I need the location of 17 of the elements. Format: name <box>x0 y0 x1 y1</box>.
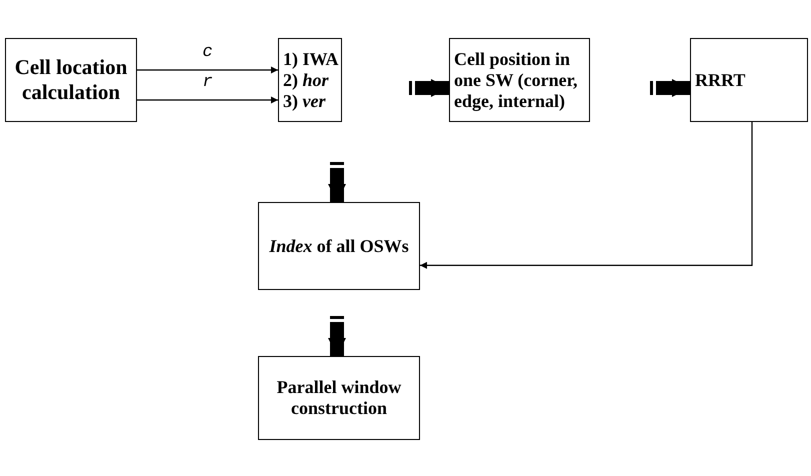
box-text: Index of all OSWs <box>269 236 409 256</box>
box-text: RRRT <box>695 70 746 90</box>
box-text: Cell position in one SW (corner, edge, internal) <box>454 48 578 112</box>
process-box <box>690 38 808 122</box>
process-box <box>258 356 420 440</box>
box-text: 3) ver <box>283 90 327 112</box>
arrow <box>137 66 278 74</box>
arrow <box>137 96 278 104</box>
process-box <box>278 38 342 122</box>
arrow <box>420 122 753 269</box>
box-text: Cell location calculation <box>14 55 128 105</box>
process-box <box>449 38 590 122</box>
box-text: Parallel window construction <box>276 377 402 419</box>
process-box <box>258 202 420 290</box>
box-text: 2) hor <box>283 70 330 90</box>
process-box <box>5 38 137 122</box>
box-text: 1) IWA <box>283 48 337 70</box>
